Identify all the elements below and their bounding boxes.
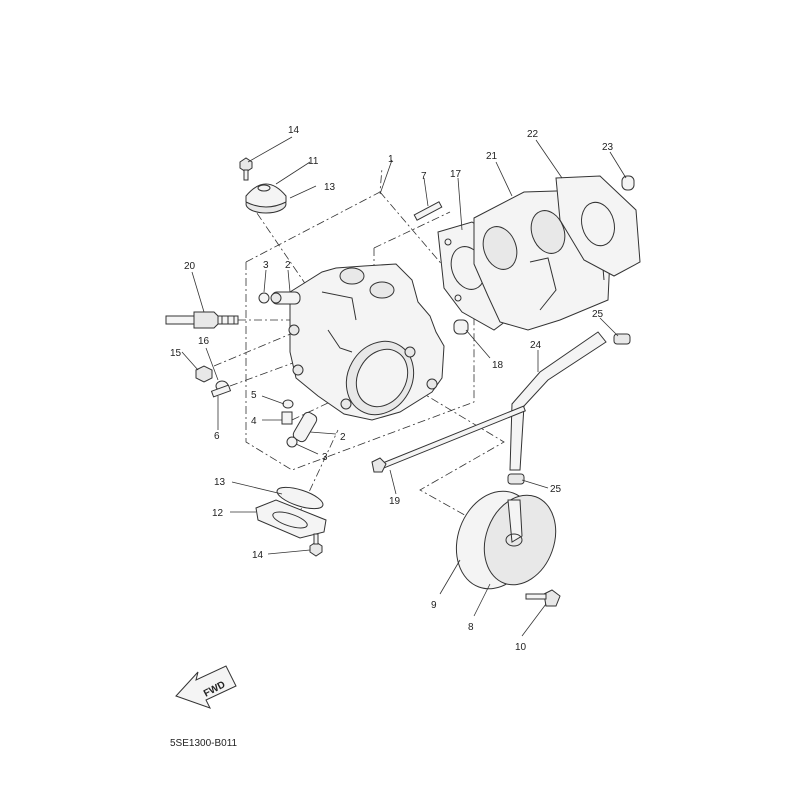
callout-24: 24	[530, 340, 542, 351]
part-23-dowel-pin	[621, 175, 635, 191]
drawing-code: 5SE1300-B011	[170, 738, 238, 749]
callout-2: 2	[285, 260, 291, 271]
callout-20: 20	[184, 261, 196, 272]
callout-13: 13	[324, 182, 336, 193]
part-7-stud	[413, 201, 443, 221]
part-22-head-gasket	[555, 175, 641, 277]
part-15-nut	[195, 365, 213, 383]
part-25-hose-clamp-lower	[507, 473, 525, 485]
part-4-bolt	[281, 411, 293, 425]
callout-14: 14	[252, 550, 264, 561]
callout-25: 25	[592, 309, 604, 320]
callout-14: 14	[288, 125, 300, 136]
part-19-long-bolt	[371, 405, 526, 473]
callout-4: 4	[251, 416, 257, 427]
part-14-lower-screw	[309, 533, 323, 557]
callout-1: 1	[388, 154, 394, 165]
part-25-hose-clamp-upper	[613, 333, 631, 345]
callout-labels: 14 11 13 1 7 17 21 22 23 20 3 2 25 16 15…	[170, 125, 614, 653]
part-13-gasket-lower	[276, 486, 324, 510]
callout-6: 6	[214, 431, 220, 442]
part-20-spark-plug	[165, 311, 239, 329]
callout-9: 9	[431, 600, 437, 611]
part-10-bolt	[525, 589, 561, 607]
callout-17: 17	[450, 169, 462, 180]
callout-25: 25	[550, 484, 562, 495]
part-12-cover-plate	[255, 499, 327, 539]
callout-11: 11	[308, 156, 319, 167]
callout-18: 18	[492, 360, 504, 371]
part-18-dowel	[453, 319, 469, 335]
callout-8: 8	[468, 622, 474, 633]
callout-15: 15	[170, 348, 182, 359]
part-3-washer-upper	[258, 292, 270, 304]
part-1-exhaust-body	[288, 263, 445, 421]
callout-3: 3	[263, 260, 269, 271]
callout-23: 23	[602, 142, 614, 153]
callout-19: 19	[389, 496, 401, 507]
callout-21: 21	[486, 151, 498, 162]
part-3-washer-lower	[286, 436, 298, 448]
callout-10: 10	[515, 642, 527, 653]
callout-leader-lines	[181, 136, 627, 637]
callout-7: 7	[421, 171, 427, 182]
callout-13: 13	[214, 477, 226, 488]
callout-5: 5	[251, 390, 257, 401]
callout-2: 2	[340, 432, 346, 443]
part-14-top-screw	[239, 157, 253, 181]
part-6-stud	[210, 384, 232, 398]
callout-16: 16	[198, 336, 210, 347]
callout-3: 3	[322, 452, 328, 463]
part-2-fitting-upper	[270, 291, 301, 305]
callout-12: 12	[212, 508, 224, 519]
part-5-washer	[282, 399, 294, 409]
part-2-fitting-lower	[292, 411, 318, 443]
callout-22: 22	[527, 129, 539, 140]
forward-direction-arrow: FWD	[175, 665, 237, 709]
part-24-water-hose	[509, 331, 607, 471]
part-8-water-box-cover	[483, 494, 557, 586]
part-11-cover-cap	[245, 183, 287, 214]
